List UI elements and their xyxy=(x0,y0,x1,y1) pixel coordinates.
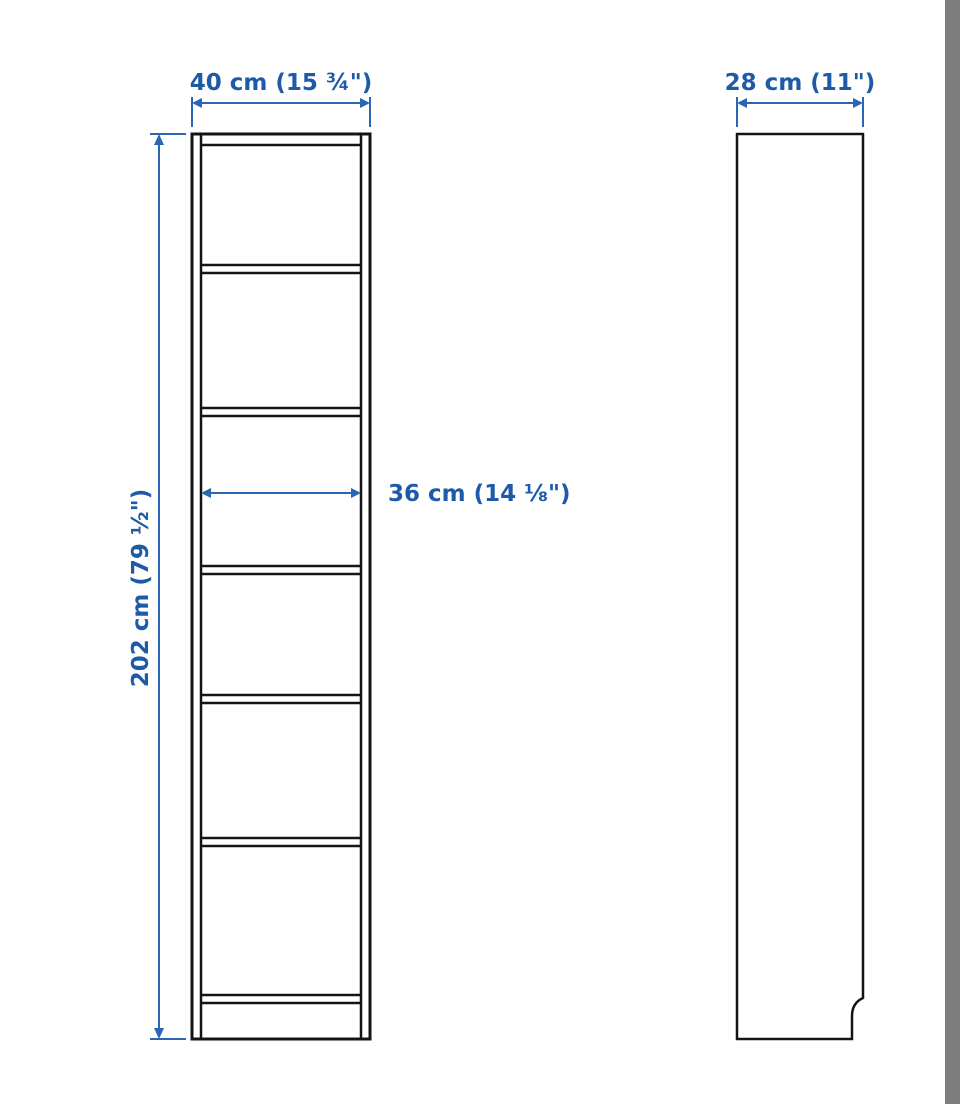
arrow-left-icon xyxy=(201,488,211,498)
arrow-right-icon xyxy=(853,98,863,108)
inner-width-label: 36 cm (14 ⅛") xyxy=(388,481,570,507)
shelf-2 xyxy=(201,406,361,418)
shelf-4 xyxy=(201,693,361,705)
front-width-dimension: 40 cm (15 ¾") xyxy=(190,70,372,127)
arrow-right-icon xyxy=(360,98,370,108)
inner-width-dimension: 36 cm (14 ⅛") xyxy=(201,481,570,507)
arrow-down-icon xyxy=(154,1028,164,1039)
shelf-1 xyxy=(201,263,361,275)
front-outer-frame xyxy=(190,132,372,1041)
shelf-3 xyxy=(201,564,361,576)
side-depth-dimension: 28 cm (11") xyxy=(725,70,876,127)
height-dimension: 202 cm (79 ½") xyxy=(128,133,186,1040)
front-view-bookcase xyxy=(190,132,372,1041)
side-depth-label: 28 cm (11") xyxy=(725,70,876,96)
height-label: 202 cm (79 ½") xyxy=(128,489,154,687)
side-outline xyxy=(735,132,865,1041)
arrow-right-icon xyxy=(351,488,361,498)
scrollbar[interactable] xyxy=(945,0,960,1104)
front-width-label: 40 cm (15 ¾") xyxy=(190,70,372,96)
shelf-5 xyxy=(201,836,361,848)
arrow-up-icon xyxy=(154,134,164,145)
arrow-left-icon xyxy=(192,98,202,108)
arrow-left-icon xyxy=(737,98,747,108)
side-view-bookcase xyxy=(735,132,865,1041)
bottom-plinth xyxy=(201,993,361,1005)
